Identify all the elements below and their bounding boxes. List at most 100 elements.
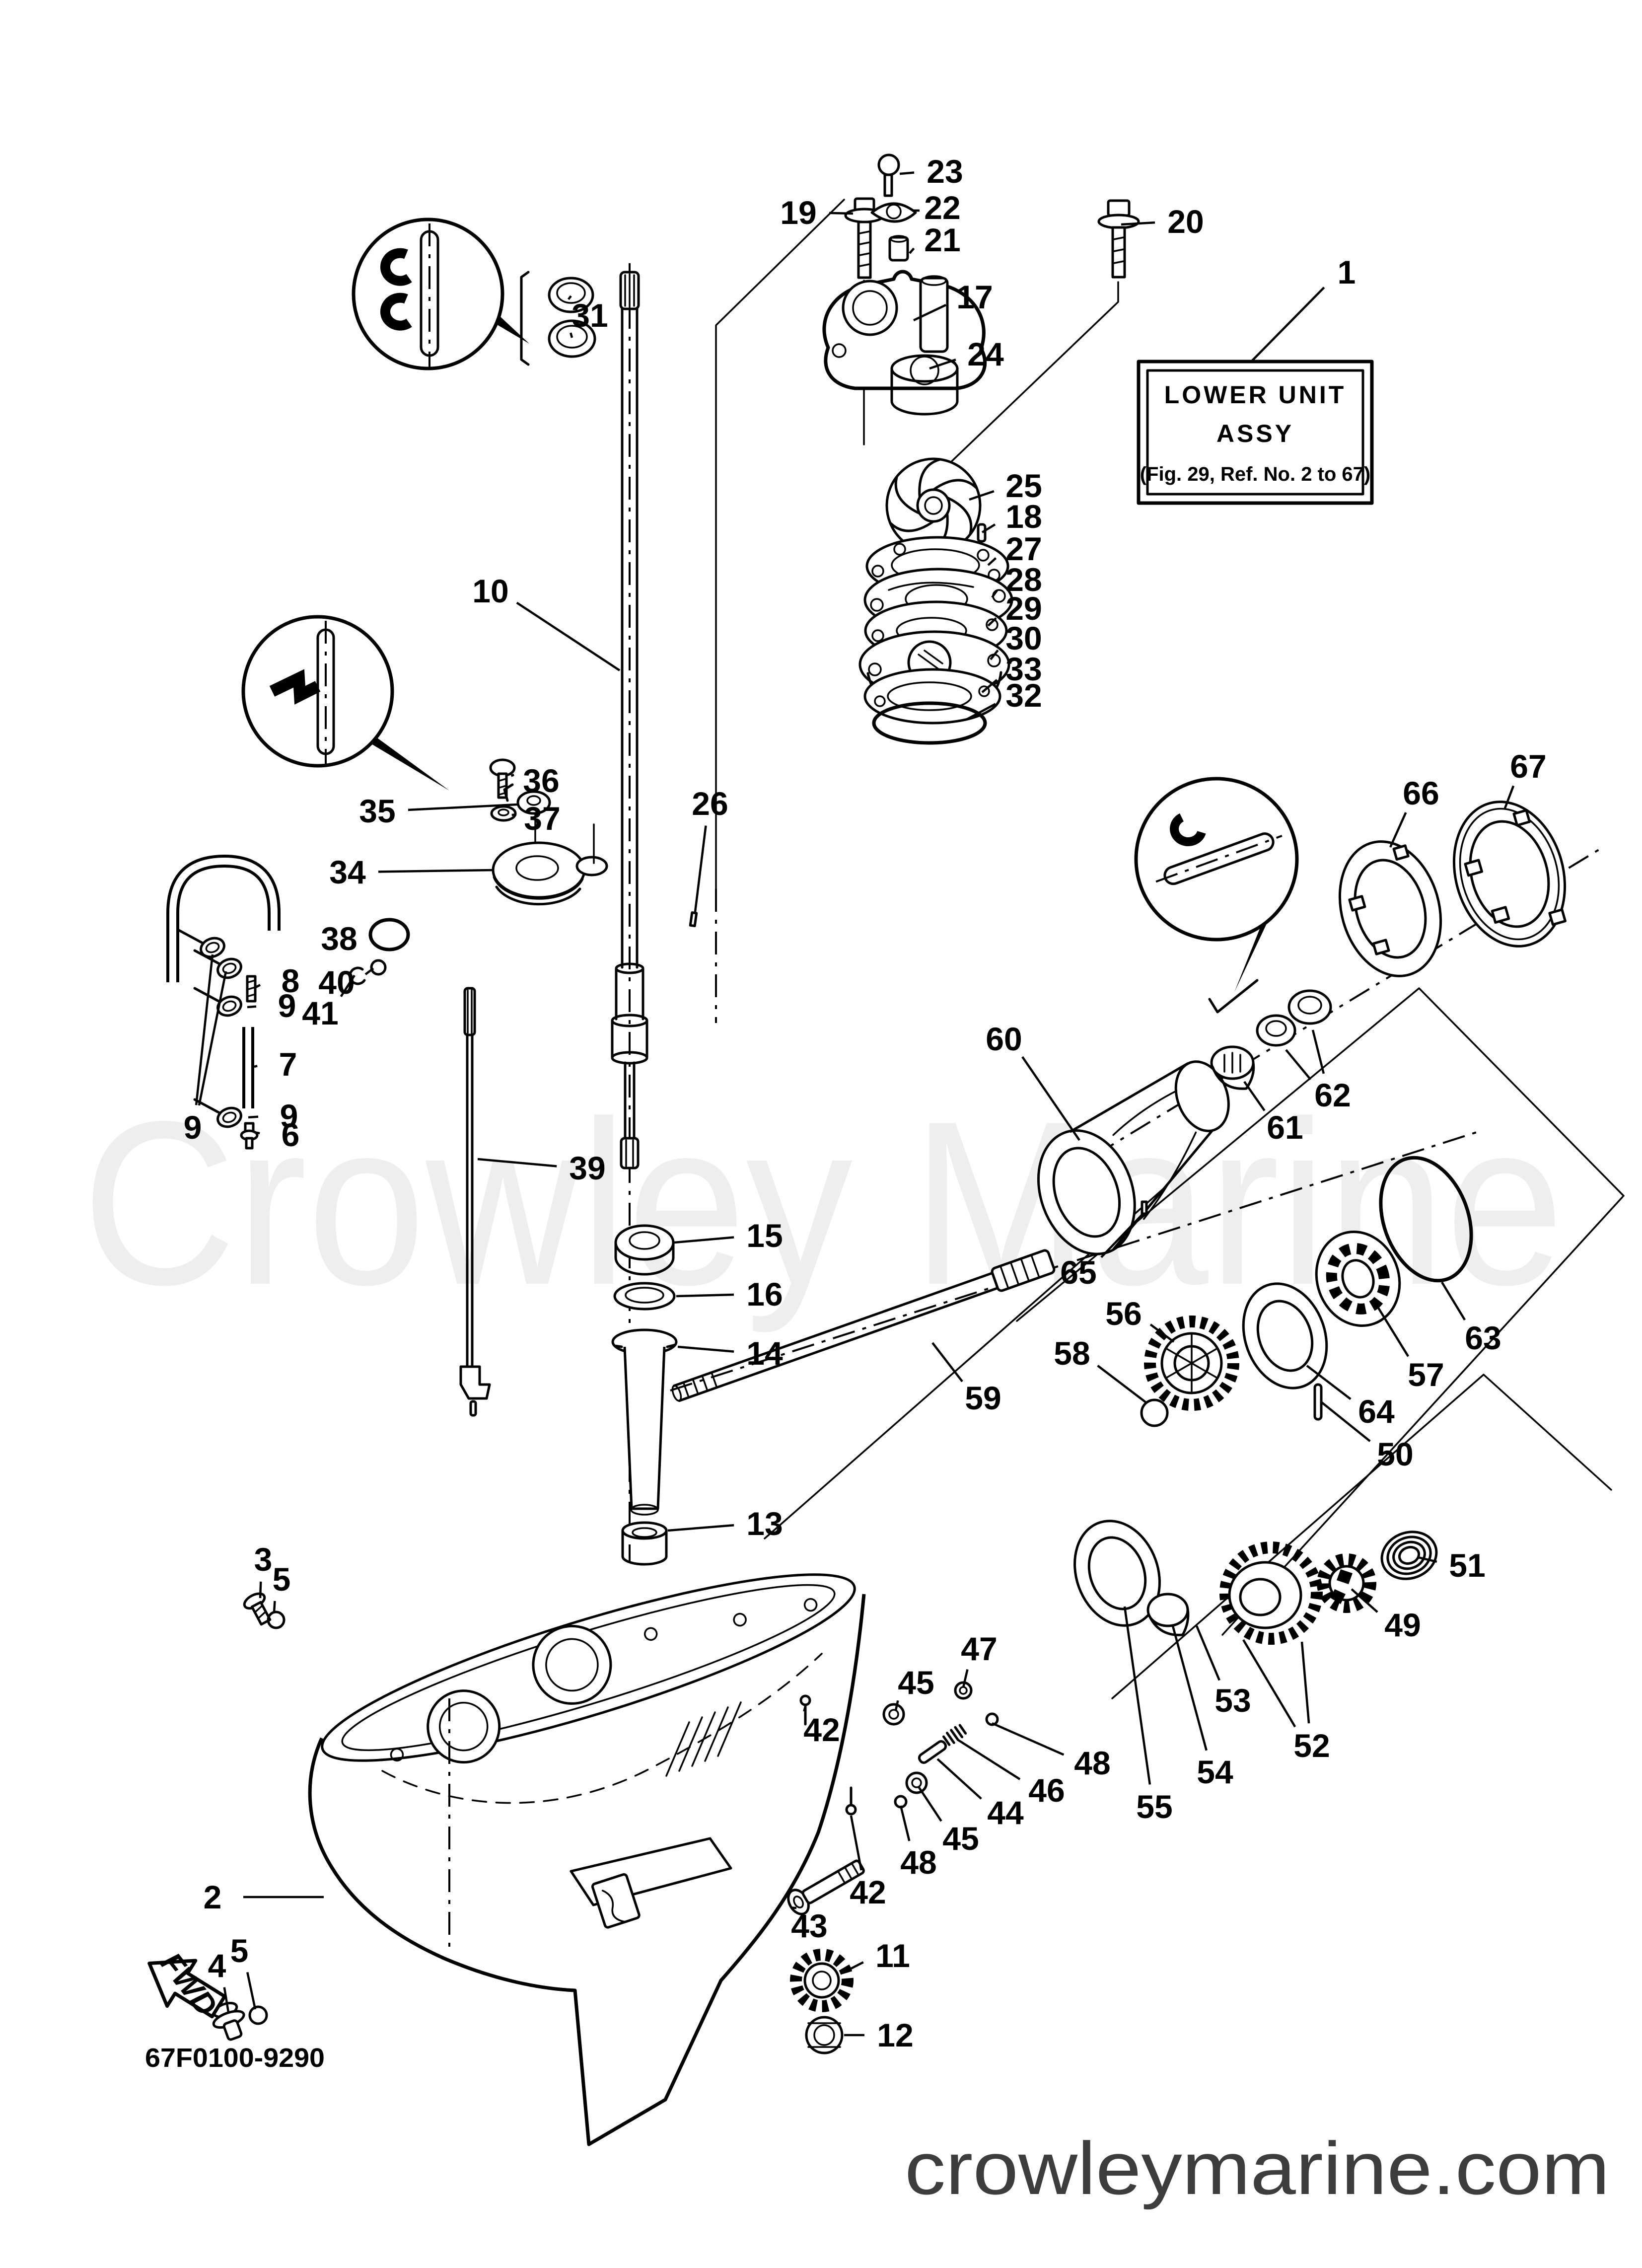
part-label-63: 63 — [1465, 1319, 1501, 1356]
part-label-62: 62 — [1314, 1077, 1351, 1113]
leader-line-7 — [254, 1065, 258, 1068]
leader-line-39 — [477, 1158, 557, 1168]
part-label-30: 30 — [1005, 620, 1042, 657]
leader-line-3 — [259, 1581, 262, 1599]
water-tube-group — [166, 854, 281, 1150]
leader-line-31 — [567, 295, 572, 300]
part-label-32: 32 — [1005, 677, 1042, 714]
shift-rod — [349, 966, 491, 1417]
forward-gear-group — [1140, 1156, 1473, 1427]
leader-line-62 — [1285, 1049, 1312, 1081]
part-label-60: 60 — [986, 1021, 1022, 1057]
part-label-25: 25 — [1005, 467, 1042, 504]
leader-line-62 — [1311, 1029, 1325, 1074]
leader-line-64 — [1306, 1365, 1352, 1400]
leader-line-42 — [803, 1706, 807, 1712]
leader-line-27 — [987, 557, 997, 566]
part-label-9: 9 — [184, 1109, 202, 1146]
part-label-8: 8 — [282, 962, 300, 999]
leader-line-35 — [408, 803, 518, 811]
leader-line-40 — [364, 967, 374, 975]
leader-line-4 — [223, 1987, 230, 2013]
part-label-53: 53 — [1214, 1682, 1251, 1719]
leader-line-6 — [254, 1131, 260, 1135]
leader-line-60 — [1021, 1056, 1080, 1141]
leader-line-14 — [677, 1345, 734, 1353]
part-label-52: 52 — [1293, 1727, 1330, 1764]
part-label-10: 10 — [472, 573, 508, 609]
leader-line-51 — [1418, 1556, 1437, 1563]
leader-line-49 — [1351, 1588, 1378, 1613]
driveshaft-oil-seals-31 — [548, 277, 596, 358]
part-label-54: 54 — [1197, 1754, 1233, 1790]
leader-line-16 — [676, 1293, 734, 1298]
part-label-16: 16 — [746, 1276, 783, 1313]
leader-line-36 — [510, 773, 514, 777]
leader-line-13 — [667, 1524, 734, 1532]
leader-line-18 — [981, 523, 996, 533]
seal-orientation-inset-1 — [352, 218, 530, 370]
leader-line-55 — [1123, 1606, 1151, 1785]
leader-line-46 — [957, 1739, 1021, 1780]
pinion-gear-and-nut — [790, 1949, 854, 2054]
seal-orientation-inset-2 — [241, 615, 449, 791]
leader-line-9 — [198, 971, 227, 1106]
watermark-text: Crowley Marine — [82, 1073, 1564, 1335]
leader-line-54 — [1171, 1625, 1208, 1751]
part-label-42: 42 — [803, 1711, 840, 1748]
part-label-1: 1 — [1338, 254, 1356, 291]
leader-line-15 — [674, 1236, 734, 1244]
leader-line-63 — [1441, 1281, 1466, 1321]
part-label-67: 67 — [1510, 748, 1546, 785]
part-label-65: 65 — [1060, 1254, 1096, 1291]
part-label-66: 66 — [1403, 775, 1439, 811]
leader-line-42 — [850, 1815, 862, 1871]
water-pump-assembly — [822, 153, 1140, 745]
part-label-20: 20 — [1167, 203, 1204, 240]
leader-line-17 — [913, 304, 947, 322]
part-label-23: 23 — [927, 153, 963, 190]
leader-line-53 — [1195, 1625, 1220, 1681]
leader-line-25 — [969, 490, 995, 501]
title-box-line2: ASSY — [1216, 420, 1294, 447]
leader-line-37 — [511, 813, 517, 816]
leader-line-47 — [962, 1669, 969, 1688]
part-label-4: 4 — [208, 1947, 226, 1984]
title-box-line1: LOWER UNIT — [1164, 381, 1347, 409]
part-label-19: 19 — [780, 194, 816, 231]
part-label-44: 44 — [987, 1794, 1024, 1831]
leader-line-10 — [516, 601, 621, 671]
part-label-48: 48 — [900, 1844, 936, 1881]
part-label-15: 15 — [746, 1217, 783, 1254]
part-label-13: 13 — [746, 1505, 783, 1542]
shift-rod-bracket-group — [368, 758, 608, 976]
part-label-41: 41 — [302, 995, 338, 1031]
leader-line-32 — [966, 703, 996, 720]
leader-line-5 — [246, 1972, 257, 2010]
part-label-36: 36 — [523, 762, 559, 799]
part-label-43: 43 — [791, 1907, 827, 1944]
part-label-50: 50 — [1377, 1436, 1413, 1472]
leader-line-29 — [987, 617, 997, 627]
part-label-24: 24 — [967, 336, 1004, 372]
part-label-3: 3 — [254, 1541, 273, 1578]
leader-line-48 — [899, 1805, 911, 1841]
leader-line-41 — [340, 974, 356, 997]
leader-line-59 — [931, 1342, 963, 1383]
part-label-49: 49 — [1384, 1607, 1421, 1643]
leader-line-30 — [990, 649, 999, 660]
leader-line-61 — [1243, 1081, 1266, 1111]
part-label-57: 57 — [1408, 1356, 1444, 1393]
part-label-39: 39 — [569, 1150, 605, 1186]
part-label-45: 45 — [898, 1664, 934, 1701]
leader-line-28 — [991, 589, 998, 598]
leader-line-5 — [273, 1601, 276, 1613]
leader-line-31 — [570, 332, 573, 338]
part-label-17: 17 — [956, 279, 993, 315]
leader-line-45 — [918, 1786, 942, 1822]
part-label-58: 58 — [1054, 1335, 1090, 1372]
leader-line-24 — [929, 359, 956, 370]
part-label-37: 37 — [524, 800, 560, 837]
